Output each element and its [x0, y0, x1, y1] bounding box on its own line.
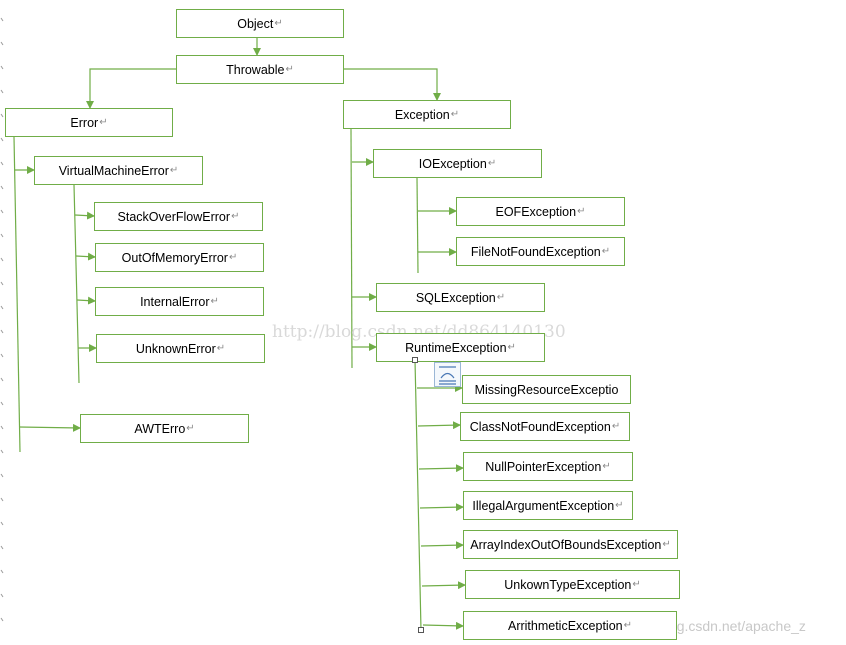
node-object: Object↵ — [176, 9, 344, 38]
node-sql-exception: SQLException↵ — [376, 283, 545, 312]
paragraph-mark: ↵ — [602, 461, 611, 472]
paragraph-mark: ↵ — [496, 292, 506, 303]
node-label: UnkownTypeException — [504, 577, 632, 592]
node-class-not-found-exception: ClassNotFoundException↵ — [460, 412, 630, 441]
node-missing-resource-exception: MissingResourceExceptio — [462, 375, 631, 404]
node-label: Exception — [394, 107, 450, 122]
node-label: OutOfMemoryError — [121, 250, 228, 265]
paragraph-mark: ↵ — [577, 206, 586, 217]
paragraph-mark: ↵ — [662, 539, 671, 550]
layout-options-icon[interactable] — [434, 362, 461, 387]
node-label: Object — [237, 16, 274, 31]
paragraph-mark: ↵ — [216, 343, 226, 354]
node-out-of-memory-error: OutOfMemoryError↵ — [95, 243, 264, 272]
node-label: UnknownError — [135, 341, 216, 356]
node-internal-error: InternalError↵ — [95, 287, 264, 316]
paragraph-mark: ↵ — [487, 158, 497, 169]
node-illegal-argument-exception: IllegalArgumentException↵ — [463, 491, 633, 520]
node-label: NullPointerException — [485, 459, 602, 474]
node-io-exception: IOException↵ — [373, 149, 542, 178]
node-label: IOException — [418, 156, 487, 171]
paragraph-mark: ↵ — [615, 500, 624, 511]
paragraph-mark: ↵ — [99, 117, 108, 128]
node-label: AWTErro — [134, 421, 186, 436]
node-array-index-out-of-bounds-exception: ArrayIndexOutOfBoundsException↵ — [463, 530, 678, 559]
node-label: Throwable — [226, 62, 285, 77]
node-arithmetic-exception: ArrithmeticException↵ — [463, 611, 677, 640]
paragraph-mark: ↵ — [507, 342, 516, 353]
paragraph-mark: ↵ — [285, 64, 294, 75]
layout-options-glyph — [439, 366, 456, 385]
paragraph-mark: ↵ — [623, 620, 632, 631]
node-exception: Exception↵ — [343, 100, 511, 129]
line-selection-handle-top[interactable] — [412, 357, 418, 363]
node-stack-overflow-error: StackOverFlowError↵ — [94, 202, 263, 231]
node-label: MissingResourceExceptio — [474, 382, 619, 397]
paragraph-mark: ↵ — [632, 579, 641, 590]
node-label: IllegalArgumentException — [472, 498, 615, 513]
node-unknown-type-exception: UnkownTypeException↵ — [465, 570, 680, 599]
node-null-pointer-exception: NullPointerException↵ — [463, 452, 633, 481]
node-label: ArrithmeticException — [507, 618, 623, 633]
node-virtual-machine-error: VirtualMachineError↵ — [34, 156, 203, 185]
paragraph-mark: ↵ — [186, 423, 195, 434]
node-awt-error: AWTErro↵ — [80, 414, 249, 443]
node-label: VirtualMachineError — [58, 163, 169, 178]
node-eof-exception: EOFException↵ — [456, 197, 625, 226]
node-label: FileNotFoundException — [470, 244, 601, 259]
line-selection-handle-bottom[interactable] — [418, 627, 424, 633]
node-file-not-found-exception: FileNotFoundException↵ — [456, 237, 625, 266]
margin-tick-marks — [0, 17, 4, 622]
node-label: SQLException — [415, 290, 496, 305]
paragraph-mark: ↵ — [611, 421, 621, 432]
node-label: ArrayIndexOutOfBoundsException — [470, 537, 662, 552]
node-label: InternalError — [140, 294, 210, 309]
paragraph-mark: ↵ — [601, 246, 611, 257]
node-label: RuntimeException — [405, 340, 507, 355]
node-unknown-error: UnknownError↵ — [96, 334, 265, 363]
node-label: EOFException — [495, 204, 577, 219]
node-label: ClassNotFoundException — [469, 419, 611, 434]
node-label: Error — [70, 115, 99, 130]
paragraph-mark: ↵ — [450, 109, 460, 120]
paragraph-mark: ↵ — [210, 296, 219, 307]
paragraph-mark: ↵ — [169, 165, 179, 176]
node-label: StackOverFlowError — [117, 209, 231, 224]
node-runtime-exception: RuntimeException↵ — [376, 333, 545, 362]
node-throwable: Throwable↵ — [176, 55, 344, 84]
paragraph-mark: ↵ — [231, 211, 240, 222]
paragraph-mark: ↵ — [274, 18, 283, 29]
paragraph-mark: ↵ — [228, 252, 238, 263]
node-error: Error↵ — [5, 108, 173, 137]
